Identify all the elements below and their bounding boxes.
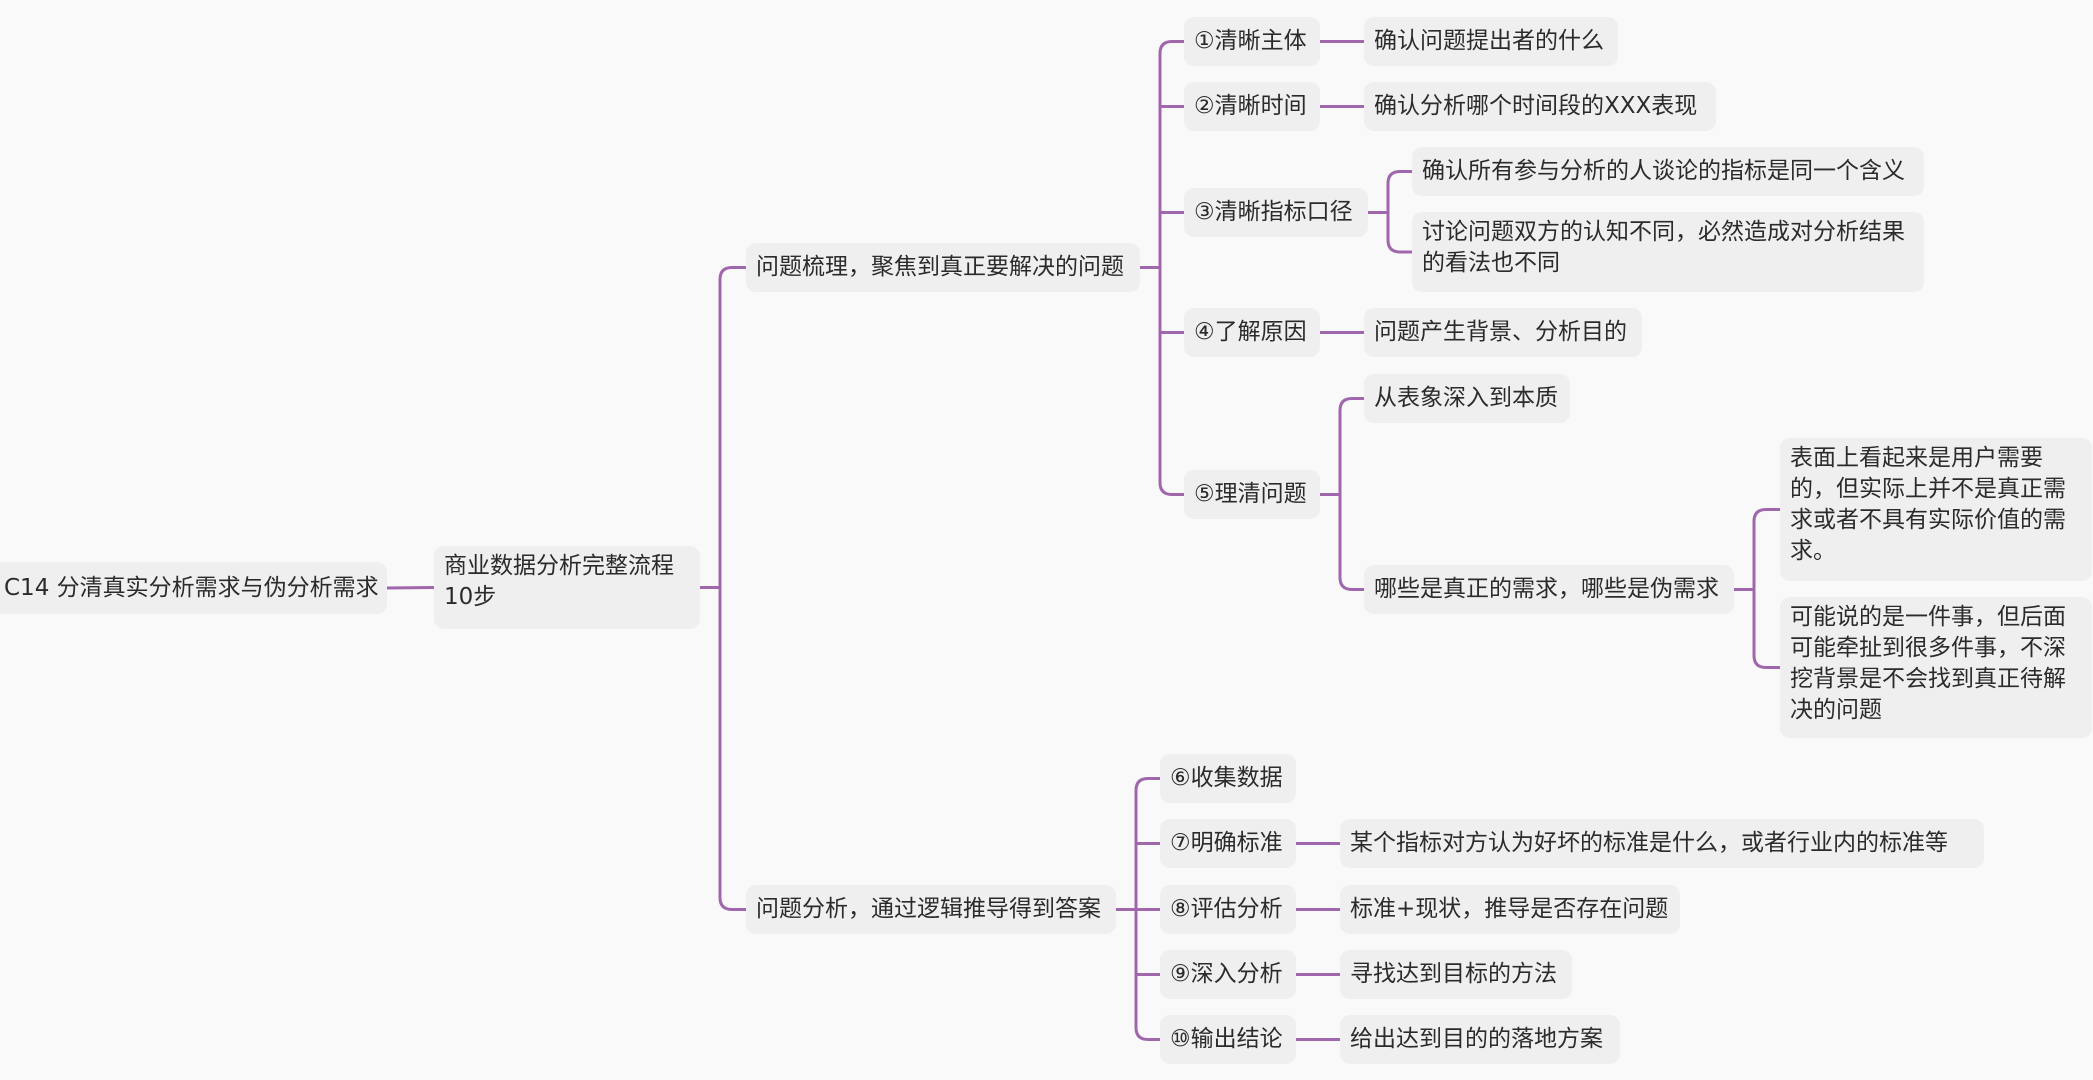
- step-1-node[interactable]: ①清晰主体: [1184, 17, 1320, 66]
- step-8-detail[interactable]: 标准+现状，推导是否存在问题: [1340, 885, 1680, 934]
- b2-branch-4: [1134, 1026, 1162, 1041]
- step-9-detail[interactable]: 寻找达到目标的方法: [1340, 950, 1572, 999]
- step-3-detail-2-text: 讨论问题双方的认知不同，必然造成对分析结果 的看法也不同: [1422, 219, 1905, 276]
- b1-branch-4: [1158, 481, 1186, 496]
- step-9-label: ⑨深入分析: [1170, 961, 1283, 987]
- step-4-label: ④了解原因: [1194, 319, 1307, 345]
- branch-problem-analysis-label: 问题分析，通过逻辑推导得到答案: [756, 896, 1101, 922]
- step-6-label: ⑥收集数据: [1170, 765, 1283, 791]
- s3-branch-0: [1386, 170, 1414, 185]
- step-5-sub-2-text: 可能说的是一件事，但后面 可能牵扯到很多件事，不深 挖背景是不会找到真正待解 决…: [1790, 604, 2066, 723]
- step-5-node[interactable]: ⑤理清问题: [1184, 470, 1320, 519]
- main-topic[interactable]: 商业数据分析完整流程 10步: [434, 546, 700, 629]
- step-3-detail-1[interactable]: 确认所有参与分析的人谈论的指标是同一个含义: [1412, 147, 1924, 196]
- b2-branch-0: [1134, 777, 1162, 792]
- s5-branch-0: [1338, 397, 1366, 412]
- branch-problem-sorting-label: 问题梳理，聚焦到真正要解决的问题: [756, 254, 1124, 280]
- step-4-node[interactable]: ④了解原因: [1184, 308, 1320, 357]
- root-topic[interactable]: C14 分清真实分析需求与伪分析需求: [0, 562, 387, 614]
- step-2-detail[interactable]: 确认分析哪个时间段的XXX表现: [1364, 82, 1716, 131]
- s3-branch-1: [1386, 238, 1414, 254]
- step-1-detail-text: 确认问题提出者的什么: [1374, 28, 1604, 54]
- step-7-node[interactable]: ⑦明确标准: [1160, 819, 1296, 868]
- step-5-sub-2[interactable]: 可能说的是一件事，但后面 可能牵扯到很多件事，不深 挖背景是不会找到真正待解 决…: [1780, 597, 2092, 738]
- step-3-node[interactable]: ③清晰指标口径: [1184, 188, 1368, 237]
- step-3-detail-2[interactable]: 讨论问题双方的认知不同，必然造成对分析结果 的看法也不同: [1412, 212, 1924, 292]
- branch-problem-analysis[interactable]: 问题分析，通过逻辑推导得到答案: [746, 885, 1116, 934]
- step-8-node[interactable]: ⑧评估分析: [1160, 885, 1296, 934]
- root-link: [385, 586, 436, 590]
- step-5-detail-2-text: 哪些是真正的需求，哪些是伪需求: [1374, 576, 1719, 602]
- b1-branch-0: [1158, 40, 1186, 55]
- main-branch-0: [718, 266, 748, 281]
- step-9-detail-text: 寻找达到目标的方法: [1350, 961, 1557, 987]
- step-2-label: ②清晰时间: [1194, 93, 1307, 119]
- s5b-branch-0: [1752, 508, 1782, 523]
- step-8-detail-text: 标准+现状，推导是否存在问题: [1350, 896, 1669, 922]
- s5b-branch-1: [1752, 654, 1782, 669]
- step-5-sub-1-text: 表面上看起来是用户需要 的，但实际上并不是真正需 求或者不具有实际价值的需 求。: [1790, 445, 2066, 564]
- step-3-label: ③清晰指标口径: [1194, 199, 1353, 225]
- step-7-detail-text: 某个指标对方认为好坏的标准是什么，或者行业内的标准等: [1350, 830, 1948, 856]
- step-7-label: ⑦明确标准: [1170, 830, 1283, 856]
- step-6-node[interactable]: ⑥收集数据: [1160, 754, 1296, 803]
- step-10-detail[interactable]: 给出达到目的的落地方案: [1340, 1015, 1620, 1064]
- step-1-detail[interactable]: 确认问题提出者的什么: [1364, 17, 1618, 66]
- root-topic-label: C14 分清真实分析需求与伪分析需求: [4, 574, 379, 601]
- step-5-detail-1[interactable]: 从表象深入到本质: [1364, 374, 1570, 423]
- step-5-detail-2[interactable]: 哪些是真正的需求，哪些是伪需求: [1364, 565, 1734, 614]
- step-8-label: ⑧评估分析: [1170, 896, 1283, 922]
- step-10-detail-text: 给出达到目的的落地方案: [1350, 1026, 1603, 1052]
- step-10-node[interactable]: ⑩输出结论: [1160, 1015, 1296, 1064]
- step-5-detail-1-text: 从表象深入到本质: [1374, 385, 1558, 411]
- step-3-detail-1-text: 确认所有参与分析的人谈论的指标是同一个含义: [1422, 158, 1905, 184]
- main-branch-1: [718, 896, 748, 911]
- step-9-node[interactable]: ⑨深入分析: [1160, 950, 1296, 999]
- branch-problem-sorting[interactable]: 问题梳理，聚焦到真正要解决的问题: [746, 243, 1140, 292]
- step-10-label: ⑩输出结论: [1170, 1026, 1283, 1052]
- step-5-label: ⑤理清问题: [1194, 481, 1307, 507]
- step-2-detail-text: 确认分析哪个时间段的XXX表现: [1374, 93, 1698, 119]
- main-topic-label: 商业数据分析完整流程 10步: [444, 553, 674, 610]
- step-2-node[interactable]: ②清晰时间: [1184, 82, 1320, 131]
- step-5-sub-1[interactable]: 表面上看起来是用户需要 的，但实际上并不是真正需 求或者不具有实际价值的需 求。: [1780, 438, 2092, 581]
- step-7-detail[interactable]: 某个指标对方认为好坏的标准是什么，或者行业内的标准等: [1340, 819, 1984, 868]
- step-1-label: ①清晰主体: [1194, 28, 1307, 54]
- step-4-detail[interactable]: 问题产生背景、分析目的: [1364, 308, 1642, 357]
- step-4-detail-text: 问题产生背景、分析目的: [1374, 319, 1627, 345]
- s5-branch-1: [1338, 576, 1366, 591]
